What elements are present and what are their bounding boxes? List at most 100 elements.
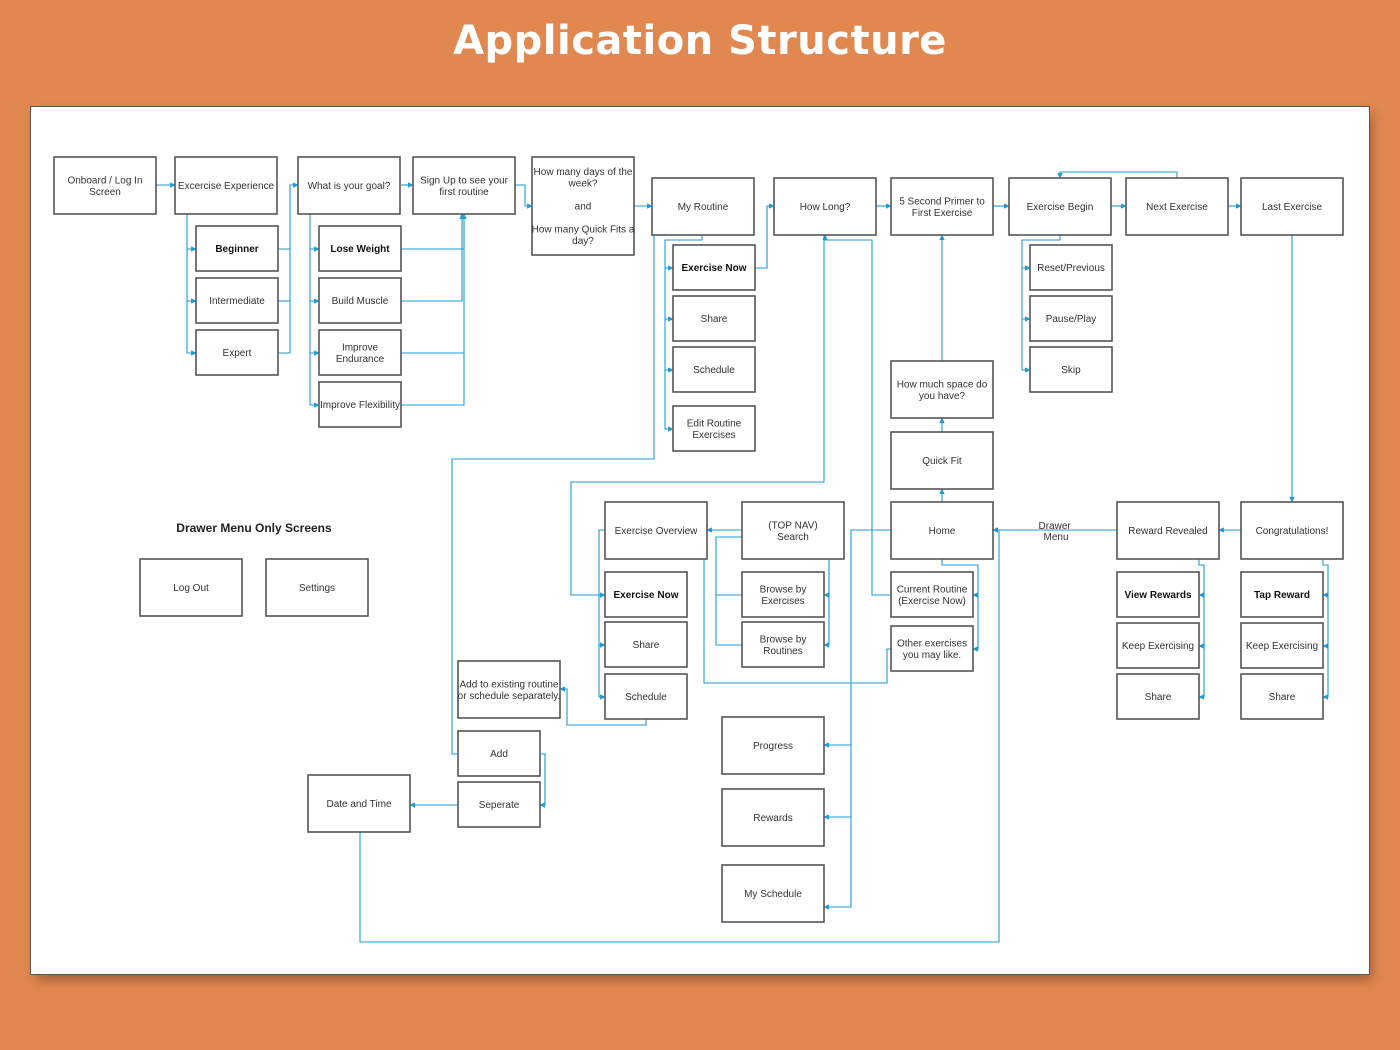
connector-line [570,235,825,598]
node-schedule1: Schedule [672,346,756,393]
connector-line [598,645,606,700]
node-label: Log Out [173,583,209,594]
node-box [672,295,756,342]
connector-line [1021,235,1061,271]
node-expert: Expert [195,329,279,376]
node-label: Pause/Play [1046,314,1097,325]
node-datetime: Date and Time [307,774,411,833]
node-exnow1: Exercise Now [672,244,756,291]
connector-line [309,353,320,408]
node-lose: Lose Weight [318,225,402,272]
drawer-menu-label: Drawer Menu [1038,521,1073,543]
node-home: Home [890,501,994,560]
node-keep1: Keep Exercising [1116,622,1200,669]
node-box [741,621,825,668]
node-add: Add [457,730,541,777]
connector-line [822,234,891,596]
node-nextex: Next Exercise [1125,177,1229,236]
node-reset: Reset/Previous [1029,244,1113,291]
node-label: Exercises [692,430,735,441]
node-box [139,558,243,617]
connector-line [1021,319,1031,373]
connector-line [715,536,742,596]
node-box [531,156,635,256]
node-label: first routine [439,187,489,198]
node-label: Quick Fit [922,456,962,467]
node-label: Search [777,532,809,543]
node-label: Exercise Begin [1027,202,1094,213]
connector-line [359,527,1000,943]
node-label: Seperate [479,800,520,811]
node-label: Excercise Experience [178,181,275,192]
node-label: Add to existing routine [460,679,559,690]
node-label: Next Exercise [1146,202,1208,213]
node-box [1029,346,1113,393]
node-topnav: (TOP NAV)Search [741,501,845,560]
node-box [174,156,278,215]
node-intermediate: Intermediate [195,277,279,324]
node-box [890,625,974,672]
node-tapreward: Tap Reward [1240,571,1324,618]
node-label: Exercise Now [613,590,678,601]
node-label: How much space do [897,379,988,390]
node-box [604,571,688,618]
connector-line [941,559,979,598]
node-label: Schedule [625,692,667,703]
node-share3: Share [1116,673,1200,720]
node-label: Sign Up to see your [420,175,508,186]
node-box [1116,622,1200,669]
node-lastex: Last Exercise [1240,177,1344,236]
node-flex: Improve Flexibility [318,381,402,428]
connector-line [664,370,674,432]
node-label: Screen [89,187,121,198]
drawer-menu-heading: Drawer Menu Only Screens [176,521,332,535]
node-label: Share [1145,692,1172,703]
node-label: Share [1269,692,1296,703]
node-box [672,244,756,291]
connector-line [451,235,655,755]
node-label: Keep Exercising [1122,641,1194,652]
node-label: First Exercise [912,208,973,219]
node-box [53,156,157,215]
connector-line [972,595,979,652]
node-label: Build Muscle [332,296,389,307]
node-box [741,501,845,560]
node-label: Endurance [336,354,385,365]
node-rewardrevealed: Reward Revealed [1116,501,1220,560]
node-box [890,571,974,618]
node-viewrewards: View Rewards [1116,571,1200,618]
node-box [195,277,279,324]
node-seperate: Seperate [457,781,541,828]
page-title: Application Structure [453,18,947,64]
connector-line [309,301,320,356]
node-box [1240,622,1324,669]
node-box [721,864,825,923]
node-box [721,716,825,775]
node-box [265,558,369,617]
connector-line [186,301,197,356]
node-box [604,673,688,720]
node-label: you may like. [903,650,961,661]
node-box [318,225,402,272]
node-myschedule: My Schedule [721,864,825,923]
connector-line [755,203,775,269]
node-howlong: How Long? [773,177,877,236]
node-label: Tap Reward [1254,590,1310,601]
node-pause: Pause/Play [1029,295,1113,342]
node-label: Routines [763,646,802,657]
node-label: Beginner [215,244,258,255]
node-label: Reward Revealed [1128,526,1208,537]
node-logout: Log Out [139,558,243,617]
node-congrats: Congratulations! [1240,501,1344,560]
connector-line [309,249,320,304]
node-progress: Progress [721,716,825,775]
connector-line [401,213,465,302]
node-box [1125,177,1229,236]
